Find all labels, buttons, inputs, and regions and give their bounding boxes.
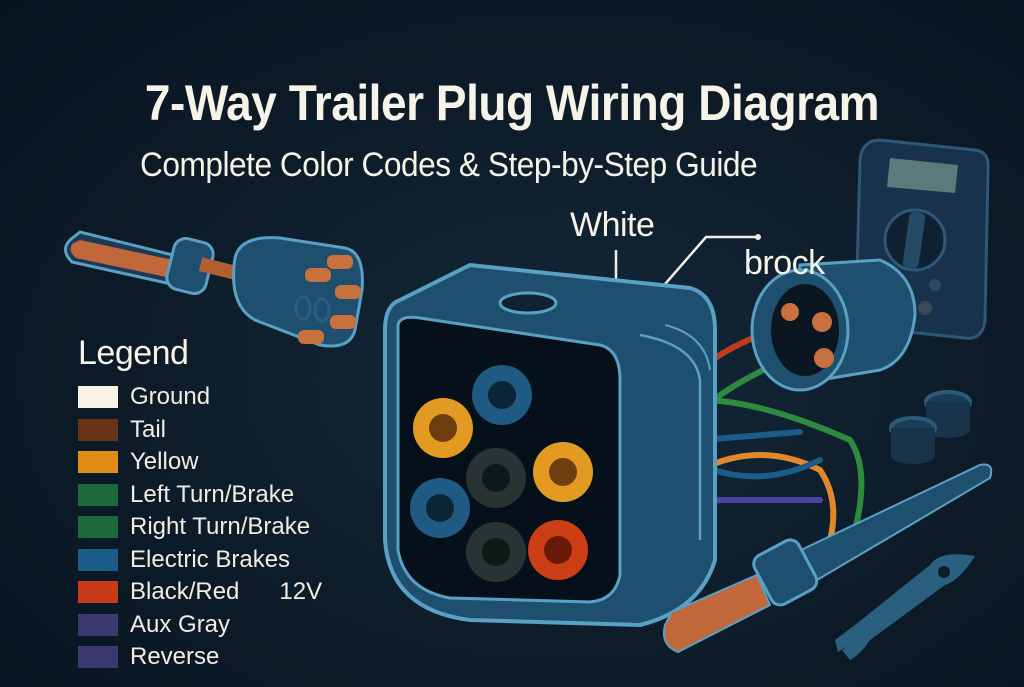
page-subtitle: Complete Color Codes & Step-by-Step Guid…	[140, 146, 758, 184]
legend-label: Tail	[130, 415, 167, 443]
legend-item: Tail	[78, 414, 322, 447]
callout-brock: brock	[744, 244, 825, 282]
legend-label: Ground	[130, 383, 211, 411]
legend-label: Reverse	[130, 643, 220, 671]
trailer-plug-icon	[64, 230, 364, 348]
legend-label: Right Turn/Brake	[130, 513, 311, 541]
legend-item: Left Turn/Brake	[78, 479, 322, 512]
legend-item: Black/Red 12V	[78, 576, 322, 609]
color-swatch	[78, 548, 118, 571]
color-swatch	[78, 581, 118, 604]
color-swatch	[78, 418, 118, 441]
color-swatch	[78, 516, 118, 539]
color-swatch	[78, 483, 118, 506]
legend-item: Yellow	[78, 446, 322, 479]
legend-label: Black/Red	[130, 578, 240, 606]
legend-item: Aux Gray	[78, 609, 322, 642]
socket-terminals	[410, 365, 593, 582]
legend-item: Ground	[78, 381, 322, 414]
rubber-grommets-icon	[889, 390, 972, 464]
legend-item: Electric Brakes	[78, 544, 322, 577]
legend-extra-label: 12V	[279, 578, 323, 606]
legend-label: Yellow	[130, 448, 199, 476]
wrench-icon	[835, 554, 975, 660]
probe-icon	[662, 463, 993, 654]
legend-item: Right Turn/Brake	[78, 511, 322, 544]
legend-label: Aux Gray	[130, 610, 231, 638]
color-swatch	[78, 386, 118, 409]
callout-white: White	[570, 206, 655, 244]
legend-item: Reverse	[78, 641, 322, 674]
socket-housing-icon	[383, 262, 717, 628]
round-connector-icon	[750, 258, 917, 392]
legend-title: Legend	[78, 334, 189, 372]
callout-line-brock	[645, 235, 757, 307]
legend-label: Left Turn/Brake	[130, 480, 295, 508]
color-swatch	[78, 646, 118, 669]
legend-label: Electric Brakes	[130, 545, 291, 573]
color-swatch	[78, 613, 118, 636]
page-title: 7-Way Trailer Plug Wiring Diagram	[144, 75, 880, 131]
color-swatch	[78, 451, 118, 474]
